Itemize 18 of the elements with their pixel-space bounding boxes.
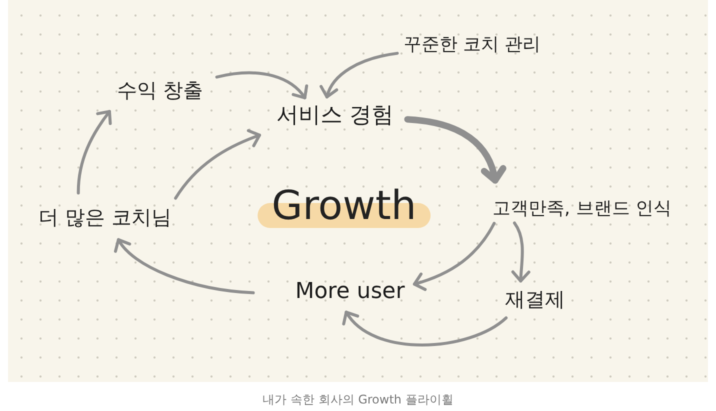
caption: 내가 속한 회사의 Growth 플라이휠 [262,392,454,408]
curved-arrow [115,238,255,294]
curved-arrow [215,71,308,100]
node-label: 꾸준한 코치 관리 [403,34,541,56]
curved-arrow [76,110,112,194]
node-label: 수익 창출 [116,78,204,102]
node-label: 재결제 [505,287,565,311]
node-label: 고객만족, 브랜드 인식 [492,198,672,220]
node-label: More user [295,278,405,306]
node-label: 더 많은 코치님 [38,205,172,229]
highlighted-title: Growth [258,183,430,229]
curved-arrow [320,52,399,98]
node-label: 서비스 경험 [276,102,394,130]
curved-arrow [404,116,506,184]
curved-arrow [174,129,262,200]
curved-arrow [512,222,531,282]
curved-arrow [344,310,508,346]
curved-arrow [412,222,496,291]
